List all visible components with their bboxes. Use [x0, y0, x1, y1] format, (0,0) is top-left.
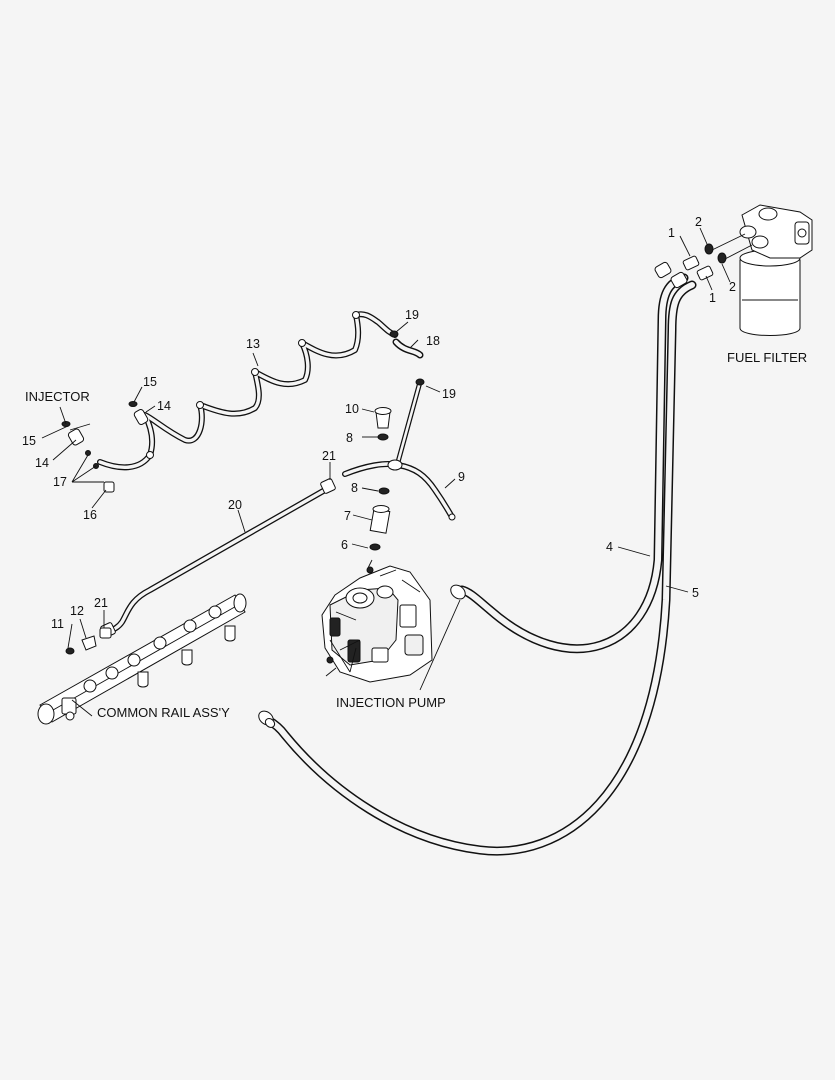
- leader-lines: [41, 227, 731, 717]
- callout-20: 20: [228, 498, 242, 512]
- return-hose-18: [392, 338, 424, 359]
- fuel-hose-5: [263, 280, 697, 856]
- callout-19: 19: [405, 308, 419, 322]
- hose-end-fitting: [258, 261, 688, 728]
- callout-14: 14: [35, 456, 49, 470]
- callout-18: 18: [426, 334, 440, 348]
- return-pipe-tee: [342, 379, 456, 521]
- callout-8: 8: [351, 481, 358, 495]
- callout-13: 13: [246, 337, 260, 351]
- callout-6: 6: [341, 538, 348, 552]
- pump-inlet-parts: [369, 407, 392, 551]
- callout-4: 4: [606, 540, 613, 554]
- callout-2: 2: [729, 280, 736, 294]
- injector-fittings: [61, 401, 149, 493]
- callout-11: 11: [51, 617, 64, 631]
- label-fuel-filter: FUEL FILTER: [727, 350, 807, 365]
- callout-12: 12: [70, 604, 84, 618]
- callout-21: 21: [322, 449, 336, 463]
- callout-numbers: 1 2 1 2 4 5 6 7 8 8 9 10 11 12 13 14 14 …: [22, 215, 736, 631]
- fuel-filter: [739, 204, 813, 336]
- callout-14: 14: [157, 399, 171, 413]
- label-common-rail: COMMON RAIL ASS'Y: [97, 705, 230, 720]
- label-injection-pump: INJECTION PUMP: [336, 695, 446, 710]
- assembly-labels: INJECTOR FUEL FILTER INJECTION PUMP COMM…: [25, 350, 807, 720]
- callout-17: 17: [53, 475, 67, 489]
- callout-15: 15: [22, 434, 36, 448]
- callout-8: 8: [346, 431, 353, 445]
- callout-1: 1: [668, 226, 675, 240]
- callout-16: 16: [83, 508, 97, 522]
- callout-19: 19: [442, 387, 456, 401]
- callout-15: 15: [143, 375, 157, 389]
- label-injector: INJECTOR: [25, 389, 90, 404]
- banjo-fittings: [682, 233, 753, 281]
- callout-2: 2: [695, 215, 702, 229]
- callout-9: 9: [458, 470, 465, 484]
- injection-pump: [321, 559, 433, 683]
- callout-7: 7: [344, 509, 351, 523]
- callout-5: 5: [692, 586, 699, 600]
- callout-10: 10: [345, 402, 359, 416]
- fuel-hose-4: [457, 273, 689, 654]
- callout-21: 21: [94, 596, 108, 610]
- common-rail: [37, 593, 247, 725]
- callout-1: 1: [709, 291, 716, 305]
